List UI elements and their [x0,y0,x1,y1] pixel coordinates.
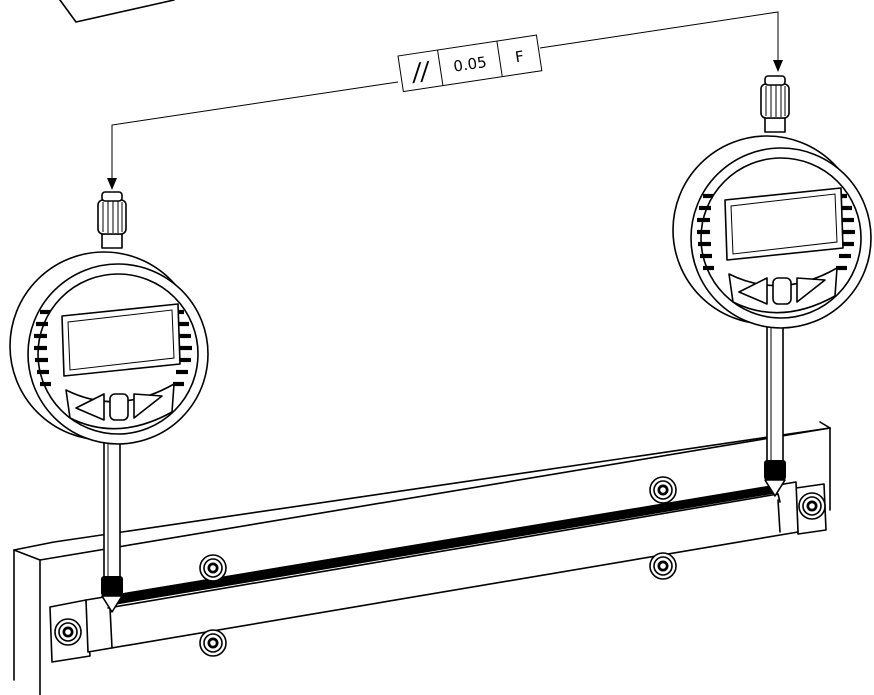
tolerance-value: 0.05 [452,53,488,76]
screw-icon [199,554,227,582]
upper-block [59,0,175,23]
base-block [13,421,831,695]
screw-icon [649,476,677,504]
straight-edge-rail [49,481,827,663]
feature-control-frame: // 0.05 F [397,34,543,93]
dial-indicator-icon [673,76,871,496]
screw-icon [199,629,227,657]
screw-icon [649,552,677,580]
datum-reference: F [514,47,525,66]
screw-icon [798,492,826,520]
screw-icon [54,618,82,646]
leader-lines [107,11,783,190]
dial-indicator-icon [10,192,208,612]
